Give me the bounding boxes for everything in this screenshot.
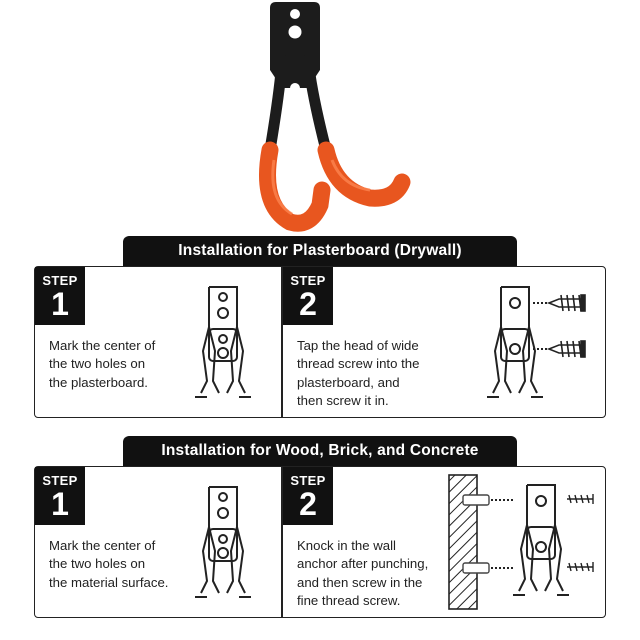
step-text-line: Mark the center of (49, 338, 156, 353)
section-title: Installation for Plasterboard (Drywall) (178, 242, 462, 259)
section-banner-wood-brick-concrete: Installation for Wood, Brick, and Concre… (123, 436, 517, 466)
step-text-line: plasterboard, and (297, 374, 400, 390)
step-badge-1: STEP 1 (35, 467, 85, 525)
step-description: Knock in the wall anchor after punching,… (297, 537, 428, 611)
step-text-line: the plasterboard. (49, 374, 148, 390)
step-badge-1: STEP 1 (35, 267, 85, 325)
step-badge-2: STEP 2 (283, 267, 333, 325)
step-text-line: the two holes on (49, 356, 146, 372)
step-text-line: the two holes on (49, 556, 146, 572)
step-text-line: and then screw in the (297, 574, 423, 590)
hook-product-image (259, 2, 411, 232)
section-banner-plasterboard: Installation for Plasterboard (Drywall) (123, 236, 517, 266)
step-number: 2 (299, 486, 317, 522)
step-number: 2 (299, 286, 317, 322)
step-text-line: the material surface. (49, 574, 169, 590)
section-title: Installation for Wood, Brick, and Concre… (161, 442, 479, 459)
step-label: STEP (42, 473, 78, 488)
step-text-line: Mark the center of (49, 538, 156, 553)
step-label: STEP (42, 273, 78, 288)
step-description: Mark the center of the two holes on the … (49, 337, 155, 392)
step-label: STEP (290, 273, 326, 288)
hook-outline-diagram (195, 486, 251, 598)
step-text-line: fine thread screw. (297, 593, 401, 609)
panel-divider (281, 467, 283, 617)
step-text-line: thread screw into the (297, 356, 420, 372)
step-text-line: then screw it in. (297, 393, 389, 409)
instruction-panel-wood-brick-concrete: STEP 1 Mark the center of the two holes … (34, 466, 606, 618)
step-description: Mark the center of the two holes on the … (49, 537, 168, 592)
step-text-line: anchor after punching, (297, 556, 429, 572)
step-text-line: Knock in the wall (297, 538, 396, 553)
hook-outline-diagram (195, 286, 251, 398)
panel-divider (281, 267, 283, 417)
wall-anchor-diagram (448, 474, 594, 610)
step-number: 1 (51, 286, 69, 322)
step-label: STEP (290, 473, 326, 488)
step-number: 1 (51, 486, 69, 522)
step-badge-2: STEP 2 (283, 467, 333, 525)
step-description: Tap the head of wide thread screw into t… (297, 337, 419, 411)
instruction-panel-plasterboard: STEP 1 Mark the center of the two holes … (34, 266, 606, 418)
step-text-line: Tap the head of wide (297, 338, 419, 353)
hook-with-screws-diagram (487, 286, 586, 398)
